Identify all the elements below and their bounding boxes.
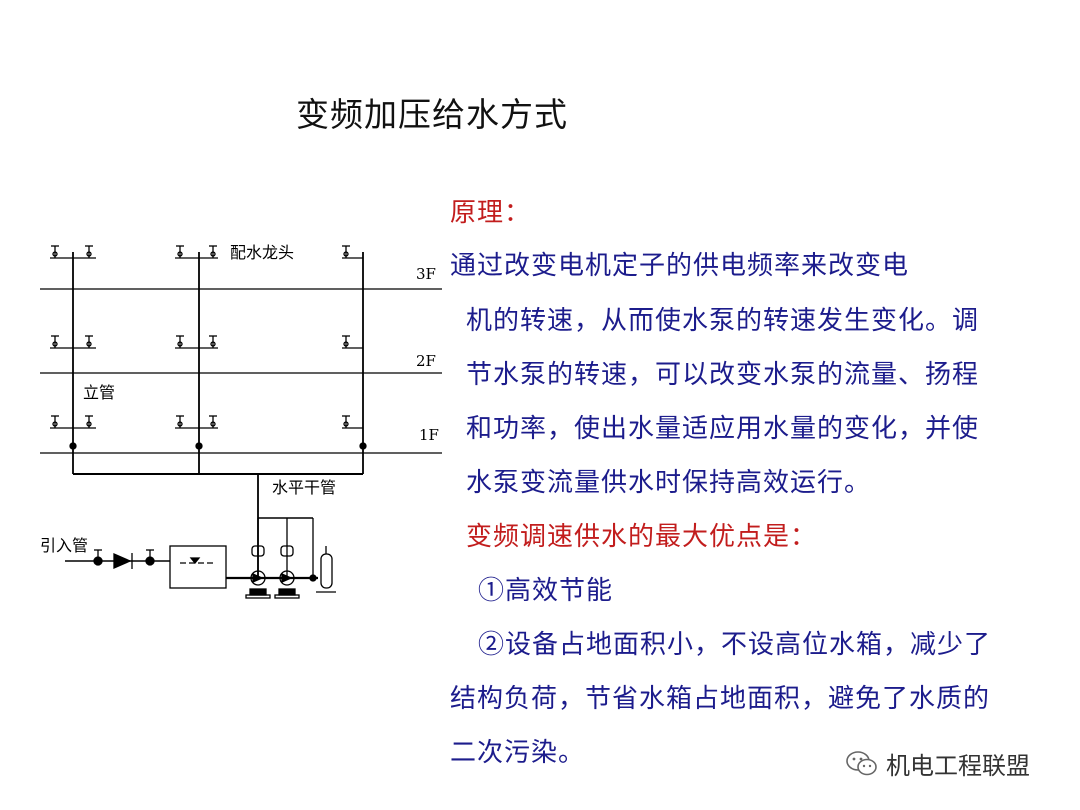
principle-heading: 原理： (450, 198, 532, 228)
inlet-label: 引入管 (40, 536, 88, 555)
advantage-2-line-3: 二次污染。 (450, 738, 586, 768)
riser-label: 立管 (83, 383, 115, 402)
watermark: 机电工程联盟 (846, 746, 1030, 781)
faucets-1f (50, 415, 363, 429)
page-title: 变频加压给水方式 (296, 95, 568, 134)
watermark-text: 机电工程联盟 (886, 752, 1030, 780)
principle-line-3: 节水泵的转速，可以改变水泵的流量、扬程 (466, 360, 980, 390)
principle-line-5: 水泵变流量供水时保持高效运行。 (466, 468, 872, 498)
check-valve-icon (113, 553, 132, 569)
advantage-2-line-2: 结构负荷，节省水箱占地面积，避免了水质的 (450, 684, 991, 714)
advantage-1: ①高效节能 (478, 576, 614, 606)
floor-label-3f: 3F (416, 265, 436, 283)
wechat-icon (846, 750, 877, 775)
floor-label-1f: 1F (419, 426, 439, 444)
pump-1-icon (245, 545, 271, 599)
floor-label-2f: 2F (416, 352, 436, 370)
advantage-2-line-1: ②设备占地面积小，不设高位水箱，减少了 (478, 630, 992, 660)
water-supply-diagram: 配水龙头 立管 水平干管 引入管 3F 2F 1F (40, 243, 442, 599)
horizontal-main-label: 水平干管 (272, 478, 336, 497)
principle-line-4: 和功率，使出水量适应用水量的变化，并使 (466, 414, 980, 444)
pump-2-icon (274, 545, 300, 599)
faucets-3f (50, 245, 363, 259)
principle-line-2: 机的转速，从而使水泵的转速发生变化。调 (466, 306, 980, 336)
principle-line-1: 通过改变电机定子的供电频率来改变电 (450, 251, 910, 281)
pressure-tank-icon (309, 546, 336, 593)
faucet-label: 配水龙头 (230, 243, 294, 262)
advantage-heading: 变频调速供水的最大优点是： (466, 522, 818, 552)
suction-tank (169, 545, 227, 589)
faucets-2f (50, 335, 363, 349)
